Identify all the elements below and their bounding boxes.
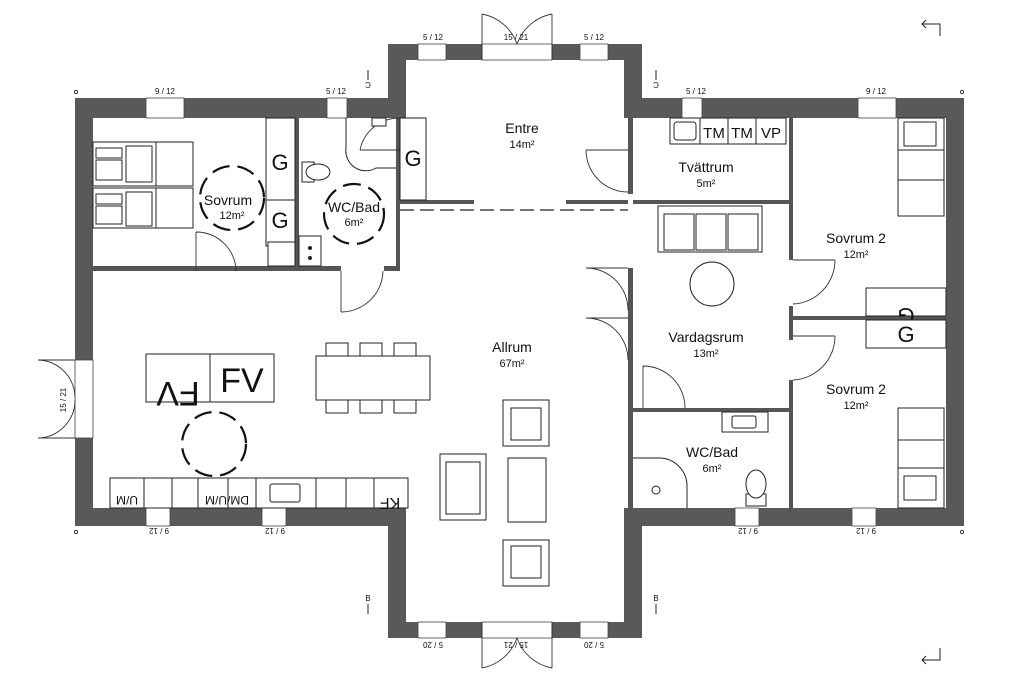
wcbad-right-fixtures [633,411,769,508]
kitchen-counter [109,477,409,509]
room-allrum-name: Allrum [492,339,532,355]
room-sovrum1-area: 12m² [219,210,244,222]
double-bed-left [92,141,194,229]
section-mark-c-right: C [653,80,659,89]
room-allrum-area: 67m² [499,358,524,370]
bed-sovrum2-upper [897,117,945,217]
dim-top-left-2: 5 / 12 [326,87,347,96]
armchair-top [502,399,550,447]
sofa-left [439,453,487,521]
tvattrum-fixtures [669,117,787,145]
bed-sovrum2-lower [897,407,945,509]
dimension-labels: 5 / 12 15 / 21 5 / 12 9 / 12 5 / 12 5 / … [59,33,887,649]
wcbad-left-rug [322,182,386,246]
tm-label-1: TM [703,125,725,142]
dim-top-right-1: 5 / 12 [686,87,707,96]
dim-bottom-right-1: 9 / 12 [737,526,758,535]
room-sovrum2b-name: Sovrum 2 [826,381,886,397]
dim-top-entre-left: 5 / 12 [423,33,444,42]
um-label: U/M [116,493,138,507]
room-entre-name: Entre [505,120,539,136]
dim-bottom-left-2: 9 / 12 [264,526,285,535]
dim-bottom-allrum-door: 15 / 21 [503,640,528,649]
room-sovrum1-name: Sovrum [204,192,252,208]
sovrum-left-rug [198,164,266,232]
wardrobe-label-1: G [271,150,288,175]
freezer-fv [145,353,275,403]
vp-label: VP [761,125,781,142]
room-sovrum2a-area: 12m² [843,249,868,261]
dim-left-door: 15 / 21 [59,387,68,412]
windows [74,43,897,639]
room-tvattrum-area: 5m² [697,178,716,190]
tm-label-2: TM [731,125,753,142]
section-mark-b-left: B [365,594,370,603]
interior-walls [93,118,946,512]
doors [37,13,836,669]
coffee-table [507,457,547,523]
entre-wardrobe-label: G [404,146,421,171]
section-mark-c-left: C [365,80,371,89]
room-wcbad1-area: 6m² [345,217,364,229]
kf-label: KF [380,494,401,511]
room-tvattrum-name: Tvättrum [678,159,733,175]
dim-top-right-2: 9 / 12 [866,87,887,96]
room-sovrum2b-area: 12m² [843,400,868,412]
vardagsrum-furniture [657,205,763,307]
dm-um-label: DM/U/M [205,493,249,507]
room-wcbad2-name: WC/Bad [686,444,738,460]
dim-top-left-1: 9 / 12 [155,87,176,96]
entre-wardrobe [399,117,427,201]
room-vardagsrum-area: 13m² [693,348,718,360]
wardrobe-label-lower: G [897,322,914,347]
dim-bottom-right-2: 9 / 12 [855,526,876,535]
section-markers: C C B B [73,19,965,665]
fv-label: FV [220,362,264,400]
allrum-rug [180,410,248,478]
fv-label-upside: FV [156,374,200,412]
wardrobe-sovrum2-lower [865,319,947,349]
dim-bottom-left-1: 9 / 12 [148,526,169,535]
room-vardagsrum-name: Vardagsrum [668,329,743,345]
dining-table [315,342,431,414]
armchair-bottom [502,539,550,587]
room-entre-area: 14m² [509,139,534,151]
dim-bottom-allrum-right: 5 / 20 [583,640,604,649]
dim-top-entre-door: 15 / 21 [504,33,529,42]
wardrobe-sovrum2-upper [865,287,947,317]
room-sovrum2a-name: Sovrum 2 [826,230,886,246]
dim-bottom-allrum-left: 5 / 20 [422,640,443,649]
dim-top-entre-right: 5 / 12 [584,33,605,42]
room-wcbad2-area: 6m² [703,463,722,475]
room-wcbad1-name: WC/Bad [328,199,380,215]
wardrobes-sovrum-left [265,117,296,267]
wardrobe-label-2: G [271,208,288,233]
section-mark-b-right: B [653,594,658,603]
wcbad-left-fixtures [298,117,396,267]
